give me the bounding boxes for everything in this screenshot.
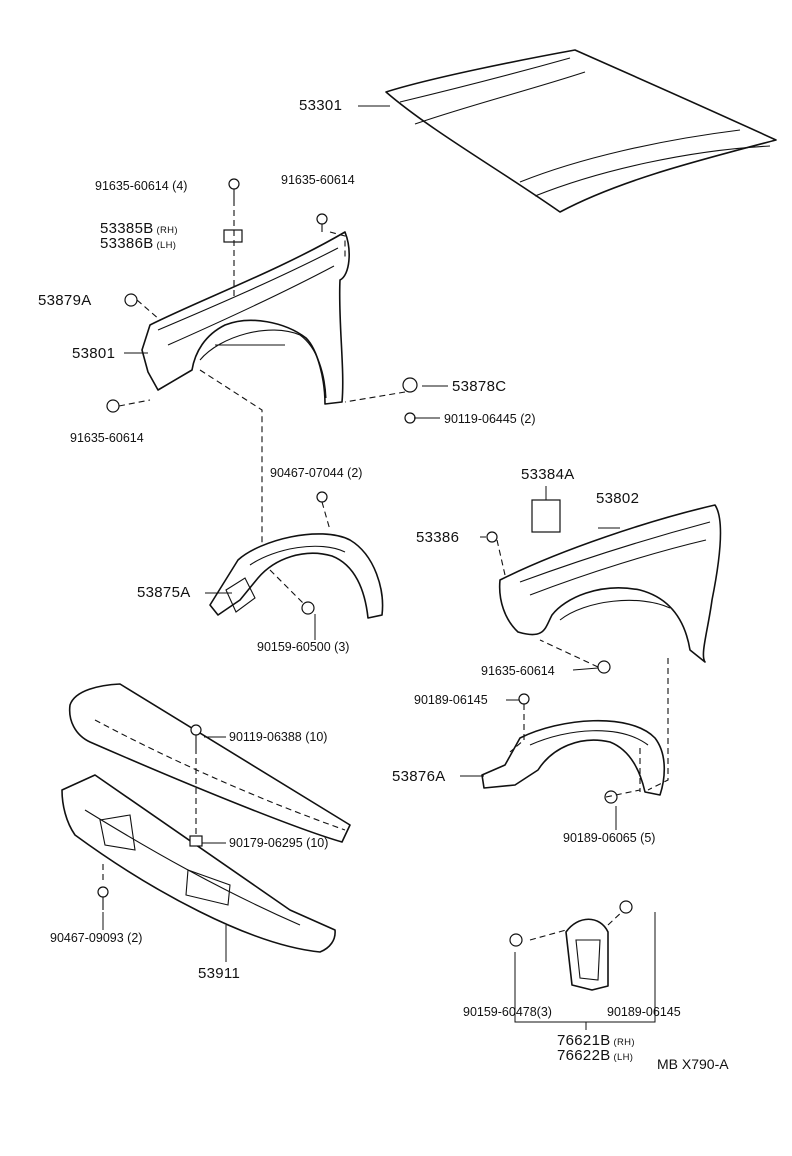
part-number: 76621B xyxy=(557,1032,611,1049)
label-76621b: 76621B(RH) xyxy=(557,1033,635,1048)
label-53386: 53386 xyxy=(416,529,460,546)
label-90467-07044: 90467-07044 (2) xyxy=(270,466,363,480)
bumper-53911 xyxy=(61,774,336,962)
label-90189-06145-a: 90189-06145 xyxy=(414,693,488,707)
label-90189-06065: 90189-06065 (5) xyxy=(563,831,656,845)
side-lh: (LH) xyxy=(613,1052,634,1063)
part-number: 76622B xyxy=(557,1047,611,1064)
label-90159-60478: 90159-60478(3) xyxy=(463,1005,552,1019)
label-53385b: 53385B(RH) xyxy=(100,221,178,236)
label-90119-06388: 90119-06388 (10) xyxy=(229,730,328,744)
label-91635-60614-top: 91635-60614 xyxy=(281,173,355,187)
mudguard xyxy=(514,909,656,1030)
label-91635-60614-right: 91635-60614 xyxy=(481,664,555,678)
label-53911: 53911 xyxy=(198,965,241,982)
label-53801: 53801 xyxy=(72,345,116,362)
label-90179-06295: 90179-06295 (10) xyxy=(229,836,329,850)
label-90189-06145-b: 90189-06145 xyxy=(607,1005,681,1019)
label-53386b: 53386B(LH) xyxy=(100,236,176,251)
fender-53802 xyxy=(498,504,722,663)
label-76622b: 76622B(LH) xyxy=(557,1048,633,1063)
assembly-lines xyxy=(102,200,669,880)
fastener-bolts xyxy=(97,178,633,947)
bumper-reinforcement xyxy=(68,683,351,843)
side-lh: (LH) xyxy=(156,240,177,251)
label-53384a: 53384A xyxy=(521,466,575,483)
label-53301: 53301 xyxy=(299,97,343,114)
label-90467-09093: 90467-09093 (2) xyxy=(50,931,143,945)
label-90159-60500: 90159-60500 (3) xyxy=(257,640,350,654)
label-53878c: 53878C xyxy=(452,378,507,395)
label-53879a: 53879A xyxy=(38,292,92,309)
side-rh: (RH) xyxy=(613,1037,635,1048)
liner-53876a xyxy=(460,719,666,796)
label-53875a: 53875A xyxy=(137,584,191,601)
leader-lines xyxy=(102,385,617,930)
label-91635-60614-4: 91635-60614 (4) xyxy=(95,179,188,193)
hood-53301 xyxy=(358,49,777,213)
label-90119-06445: 90119-06445 (2) xyxy=(444,412,536,426)
part-number: 53385B xyxy=(100,220,154,237)
side-rh: (RH) xyxy=(156,225,178,236)
label-53876a: 53876A xyxy=(392,768,446,785)
label-91635-60614-left: 91635-60614 xyxy=(70,431,144,445)
catalog-reference: MB X790-A xyxy=(657,1056,729,1072)
fender-53801 xyxy=(124,231,350,405)
label-53802: 53802 xyxy=(596,490,640,507)
part-number: 53386B xyxy=(100,235,154,252)
liner-53875a xyxy=(205,533,384,619)
